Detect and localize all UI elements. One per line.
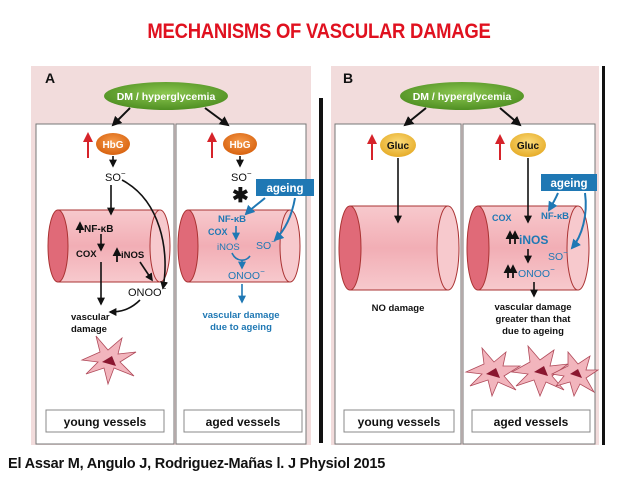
arrow-trigger-to-young-b: [403, 107, 427, 127]
footer-label: young vessels: [64, 415, 147, 429]
hbg-label: HbG: [102, 140, 123, 151]
vessel-end: [436, 205, 460, 291]
ageing-box: [256, 179, 314, 196]
onoo-label: ONOO−: [518, 265, 555, 280]
nfkb-label: NF-κB: [541, 211, 569, 222]
so-label-2: SO−: [256, 237, 276, 252]
inos-label: iNOS: [121, 250, 144, 261]
cox-label: COX: [76, 249, 97, 260]
footer-label: aged vessels: [494, 415, 569, 429]
gluc-ellipse: [380, 133, 416, 157]
panel-separator: [319, 98, 323, 443]
panel-a-label: A: [45, 70, 55, 86]
panel-a-trigger-ellipse: [104, 82, 228, 110]
cox-label: COX: [208, 227, 228, 237]
ageing-label: ageing: [550, 178, 587, 190]
nfkb-label: NF-κB: [218, 214, 246, 225]
footer-box: [183, 409, 303, 433]
block-asterisk-icon: ✱: [232, 185, 249, 207]
footer-box: [45, 409, 165, 433]
ageing-label: ageing: [266, 183, 303, 195]
panel-a-aged: HbG SO− ✱ ageing NF-κB COX iNOS SO− ONOO…: [177, 132, 314, 433]
panel-b-trigger-label: DM / hyperglycemia: [413, 91, 512, 103]
slide-title: MECHANISMS OF VASCULAR DAMAGE: [147, 20, 491, 43]
footer-box: [471, 409, 591, 433]
gluc-label: Gluc: [387, 141, 410, 152]
outcome-label: NO damage: [372, 303, 425, 314]
panel-a-trigger-label: DM / hyperglycemia: [117, 91, 216, 103]
outcome-line-2: due to ageing: [210, 322, 272, 333]
vessel-opening: [47, 209, 69, 283]
arrow-ageing-to-nfkb: [547, 192, 559, 212]
vessel-opening: [466, 205, 490, 291]
footer-label: young vessels: [358, 415, 441, 429]
hbg-label: HbG: [229, 140, 250, 151]
onoo-label: ONOO−: [128, 284, 167, 299]
cell-nucleus-icon: [102, 356, 116, 366]
so-label: SO−: [548, 248, 568, 263]
arrow-trigger-to-young-a: [111, 107, 131, 127]
so-label: SO−: [231, 169, 252, 184]
arrow-ageing-to-so: [570, 192, 587, 250]
arrow-ageing-to-so: [273, 197, 296, 242]
arrow-ageing-to-nfkb: [244, 197, 266, 216]
gluc-label: Gluc: [517, 141, 540, 152]
panel-b: B DM / hyperglycemia Gluc NO damage youn…: [331, 66, 605, 445]
panel-b-label: B: [343, 70, 353, 86]
footer-label: aged vessels: [206, 415, 281, 429]
footer-box: [343, 409, 455, 433]
so-label: SO−: [105, 169, 126, 184]
outcome-line-2: greater than that: [496, 314, 572, 325]
onoo-label: ONOO−: [228, 267, 265, 282]
vessel-body: [349, 205, 449, 291]
arrow-so-to-onoo: [121, 179, 169, 290]
outcome-line-1: vascular damage: [202, 310, 279, 321]
outcome-line-1: vascular: [71, 312, 110, 323]
panel-b-aged: Gluc ageing COX NF-κB iNOS SO− ONOO− vas…: [464, 133, 600, 433]
ageing-box: [541, 174, 597, 191]
arrow-inos-to-onoo: [139, 261, 153, 282]
outcome-line-1: vascular damage: [494, 302, 571, 313]
vessel-opening: [177, 209, 199, 283]
citation: El Assar M, Angulo J, Rodriguez-Mañas l.…: [8, 456, 386, 472]
panel-a-young: HbG SO− NF-κB COX iNOS ONOO− vascular da…: [45, 132, 171, 433]
join-curve: [231, 252, 251, 261]
panel-a: A DM / hyperglycemia HbG SO− NF-κB COX i…: [31, 66, 314, 445]
inos-label: iNOS: [217, 242, 240, 253]
panel-a-young-box: [35, 123, 175, 445]
damaged-cells-cluster-icon: [464, 344, 600, 398]
panel-b-right-edge: [602, 66, 605, 445]
panel-a-aged-box: [175, 123, 307, 445]
arrow-trigger-to-aged-a: [204, 107, 230, 127]
vessel-body: [57, 209, 161, 283]
arrow-onoo-to-damage: [108, 299, 141, 316]
vessel-end: [566, 205, 590, 291]
cox-label: COX: [492, 213, 512, 223]
vessel-end: [149, 209, 171, 283]
outcome-line-3: due to ageing: [502, 326, 564, 337]
panel-b-trigger-ellipse: [400, 82, 524, 110]
inos-label: iNOS: [519, 233, 548, 247]
outcome-line-2: damage: [71, 324, 107, 335]
panel-b-young: Gluc NO damage young vessels: [338, 133, 460, 433]
hbg-ellipse: [223, 133, 257, 155]
gluc-ellipse: [510, 133, 546, 157]
nfkb-label: NF-κB: [84, 224, 113, 235]
hbg-ellipse: [96, 133, 130, 155]
vessel-end: [279, 209, 301, 283]
vessel-opening: [338, 205, 362, 291]
arrow-trigger-to-aged-b: [499, 107, 522, 127]
